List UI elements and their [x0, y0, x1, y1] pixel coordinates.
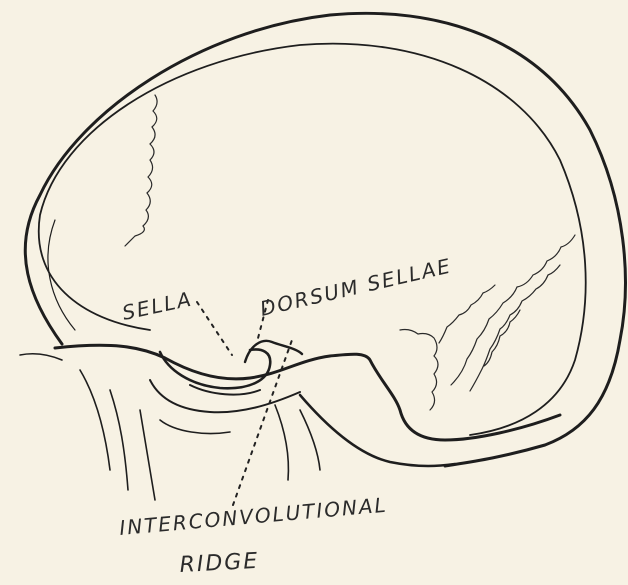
lambdoid-suture — [451, 235, 575, 385]
label-interconvolutional-line1: INTERCONVOLUTIONAL — [118, 493, 388, 540]
sphenoid-outline — [150, 380, 300, 412]
label-dorsum-sellae: DORSUM SELLAE — [258, 253, 454, 320]
label-sella: SELLA — [120, 287, 195, 325]
mastoid-stroke-2 — [300, 410, 320, 470]
temporal-suture — [400, 330, 438, 411]
facial-stroke-4 — [140, 410, 155, 500]
label-interconvolutional-line2: RIDGE — [179, 549, 260, 578]
coronal-suture — [125, 95, 157, 246]
facial-stroke-3 — [110, 390, 128, 490]
facial-stroke-2 — [80, 370, 110, 470]
sella-turcica — [160, 350, 270, 389]
occipital-suture-1 — [470, 265, 560, 391]
outer-skull-contour — [25, 13, 625, 466]
dorsum-sellae-structure — [245, 341, 302, 362]
occipital-suture-2 — [439, 285, 495, 343]
ridge-leader-line — [233, 340, 292, 505]
inner-table-line — [48, 220, 75, 330]
mastoid-stroke — [275, 405, 288, 480]
posterior-fossa — [300, 395, 455, 466]
inner-skull-contour — [39, 44, 586, 435]
sphenoid-lower — [160, 420, 230, 434]
facial-stroke-1 — [20, 354, 62, 360]
sella-leader-line — [197, 302, 232, 355]
